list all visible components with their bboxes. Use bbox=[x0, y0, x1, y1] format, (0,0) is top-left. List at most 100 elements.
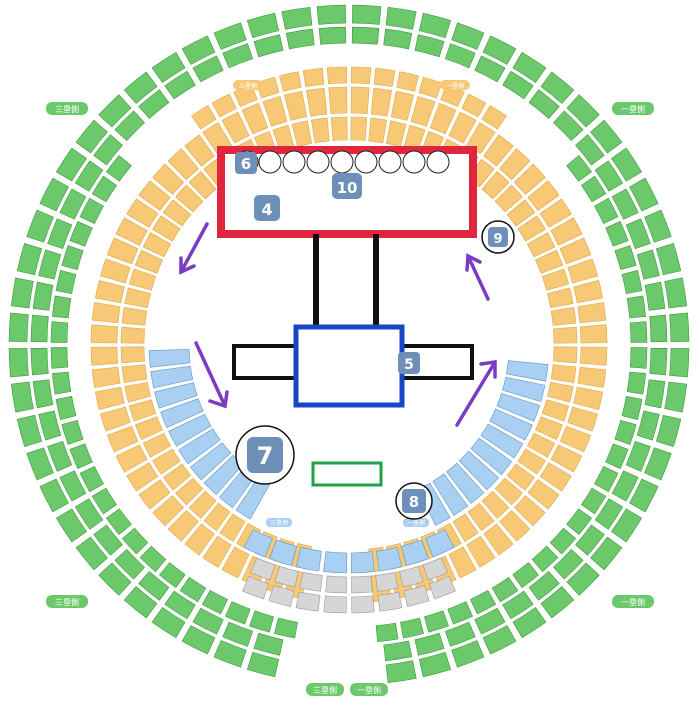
seat-block bbox=[188, 171, 217, 200]
seat-block bbox=[100, 258, 131, 284]
seat-block bbox=[178, 428, 221, 465]
seat-block bbox=[190, 442, 232, 481]
seat-block bbox=[352, 4, 382, 25]
seat-block bbox=[52, 295, 72, 319]
seat-block bbox=[164, 590, 196, 620]
seat-block bbox=[547, 382, 574, 403]
seat-block bbox=[138, 180, 171, 211]
seat-block bbox=[175, 477, 204, 506]
seat-block bbox=[506, 463, 536, 491]
seat-block bbox=[213, 22, 247, 50]
seat-block bbox=[167, 148, 199, 180]
seat-block bbox=[575, 134, 605, 166]
seat-block bbox=[222, 621, 254, 647]
seat-block bbox=[567, 258, 598, 284]
seat-block bbox=[621, 396, 643, 420]
seat-block bbox=[483, 523, 514, 556]
seat-block bbox=[139, 545, 167, 573]
svg-text:三塁側: 三塁側 bbox=[55, 104, 79, 114]
seat-block bbox=[50, 347, 69, 369]
sub-stage bbox=[311, 461, 383, 487]
seat-block bbox=[192, 55, 224, 83]
seat-block bbox=[403, 585, 430, 607]
seat-block bbox=[535, 250, 563, 274]
seat-block bbox=[241, 102, 269, 135]
seat-block bbox=[246, 651, 280, 678]
seat-block bbox=[590, 119, 623, 154]
seat-block bbox=[649, 314, 668, 343]
seat-block bbox=[629, 177, 659, 212]
seat-block bbox=[188, 490, 217, 519]
seat-block bbox=[655, 414, 682, 448]
arrow-icon bbox=[465, 253, 490, 301]
seat-block bbox=[128, 268, 157, 291]
seat-block bbox=[181, 35, 216, 65]
seat-block bbox=[126, 462, 159, 492]
seat-block bbox=[527, 479, 560, 510]
seat-block bbox=[368, 117, 387, 144]
seat-block bbox=[494, 184, 523, 213]
seat-block bbox=[69, 443, 93, 469]
seat-block bbox=[151, 607, 186, 639]
seat-block bbox=[629, 321, 648, 343]
seat-block bbox=[466, 535, 496, 568]
seat-block bbox=[115, 217, 148, 246]
seat-block bbox=[221, 111, 250, 144]
seat-block bbox=[38, 249, 62, 280]
seat-block bbox=[559, 425, 592, 453]
svg-text:三塁側: 三塁側 bbox=[270, 519, 288, 527]
svg-text:三塁側: 三塁側 bbox=[313, 685, 337, 695]
seat-block bbox=[423, 610, 449, 633]
marker-9: 9 bbox=[481, 220, 515, 254]
seat-block bbox=[625, 218, 651, 250]
seat-block bbox=[669, 348, 690, 378]
marker-7: 7 bbox=[235, 425, 295, 485]
seat-block bbox=[559, 237, 592, 265]
seat-block bbox=[432, 473, 469, 516]
seat-block bbox=[425, 529, 455, 558]
seat-block bbox=[461, 93, 487, 118]
seat-block bbox=[351, 595, 375, 614]
seat-block bbox=[549, 527, 577, 555]
svg-text:一塁側: 一塁側 bbox=[621, 597, 645, 607]
seat-block bbox=[91, 487, 118, 515]
seat-block bbox=[323, 551, 348, 574]
direction-arrows bbox=[179, 222, 497, 427]
seat-block bbox=[98, 94, 132, 128]
seat-block bbox=[10, 277, 34, 309]
seat-block bbox=[396, 71, 419, 92]
seat-block bbox=[59, 470, 87, 502]
seat-block bbox=[192, 607, 224, 635]
seat-block bbox=[664, 381, 688, 413]
svg-text:9: 9 bbox=[493, 232, 502, 247]
seat-block bbox=[100, 406, 131, 432]
seat-block bbox=[414, 34, 445, 58]
seat-block bbox=[30, 347, 49, 376]
seat-block bbox=[262, 96, 288, 127]
marker-4: 4 bbox=[254, 195, 280, 221]
seat-block bbox=[285, 28, 315, 50]
seat-block bbox=[115, 444, 148, 473]
gate-label: 三塁側 bbox=[266, 518, 292, 527]
seat-block bbox=[79, 466, 104, 493]
marker-5: 5 bbox=[398, 352, 420, 374]
seat-block bbox=[74, 160, 104, 192]
seat-block bbox=[376, 546, 403, 572]
seat-block bbox=[467, 502, 495, 532]
seat-block bbox=[573, 280, 604, 304]
seat-block bbox=[375, 622, 399, 642]
seat-block bbox=[181, 625, 216, 655]
seat-block bbox=[594, 197, 619, 224]
seat-block bbox=[531, 545, 559, 573]
seat-block bbox=[323, 595, 347, 614]
seat-block bbox=[350, 116, 368, 141]
seat-block bbox=[39, 177, 69, 212]
seat-block bbox=[383, 28, 413, 50]
seat-block bbox=[274, 566, 299, 588]
seat-block bbox=[669, 312, 690, 342]
seat-block bbox=[644, 281, 666, 311]
seat-block bbox=[91, 175, 118, 203]
gate-label: 三塁側 bbox=[306, 683, 344, 696]
seat-block bbox=[253, 632, 284, 656]
marker-10: 10 bbox=[332, 173, 362, 199]
